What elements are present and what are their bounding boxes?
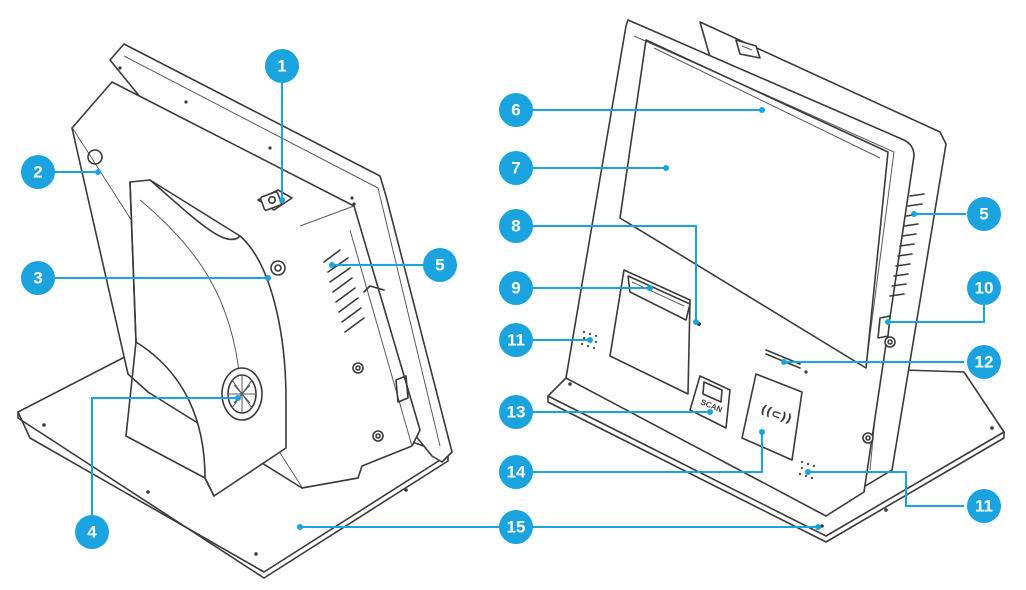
callout-badges: 1 2 3 4 5 5 6 7 8 9 10 11 11 12 13 14 15 (21, 49, 1001, 549)
rear-view (17, 43, 453, 579)
barcode-scanner: SCAN (689, 375, 731, 429)
svg-text:11: 11 (507, 331, 525, 350)
front-view: SCAN ((⊂)) (547, 19, 1005, 543)
callout-badge: 7 (499, 151, 533, 185)
svg-text:6: 6 (511, 101, 520, 120)
leader-lines (38, 80, 985, 530)
callout-badge: 6 (499, 93, 533, 127)
svg-text:9: 9 (511, 279, 520, 298)
svg-text:2: 2 (33, 163, 42, 182)
svg-text:8: 8 (511, 217, 520, 236)
nfc-reader: ((⊂)) (741, 373, 803, 461)
callout-badge: 2 (21, 155, 55, 189)
fan-icon (221, 367, 263, 421)
svg-text:5: 5 (435, 256, 444, 275)
svg-text:13: 13 (507, 403, 526, 422)
screw-icon (884, 336, 896, 348)
screw-icon (372, 430, 384, 442)
callout-badge: 10 (967, 271, 1001, 305)
svg-text:10: 10 (975, 279, 994, 298)
callout-badge: 9 (499, 271, 533, 305)
svg-text:14: 14 (507, 463, 526, 482)
mount-hole-icon (87, 149, 103, 165)
display-screen (619, 39, 889, 369)
front-panel (565, 19, 915, 517)
callout-badge: 1 (265, 49, 299, 83)
callout-badge: 13 (499, 395, 533, 429)
callout-badge: 5 (967, 197, 1001, 231)
svg-text:11: 11 (975, 497, 993, 516)
callout-badge: 11 (967, 489, 1001, 523)
svg-text:5: 5 (979, 205, 988, 224)
svg-text:12: 12 (975, 353, 994, 372)
callout-badge: 15 (499, 510, 533, 544)
callout-badge: 5 (423, 248, 457, 282)
callout-badge: 14 (499, 455, 533, 489)
screw-icon (862, 432, 874, 444)
callout-badge: 12 (967, 345, 1001, 379)
callout-badge: 11 (499, 323, 533, 357)
callout-badge: 4 (75, 515, 109, 549)
callout-badge: 3 (21, 261, 55, 295)
svg-text:7: 7 (511, 159, 520, 178)
screw-icon (352, 362, 364, 374)
svg-text:3: 3 (33, 269, 42, 288)
svg-text:1: 1 (277, 57, 286, 76)
lock-icon (257, 189, 293, 211)
callout-badge: 8 (499, 209, 533, 243)
svg-text:15: 15 (507, 518, 526, 537)
mount-knob-icon (270, 260, 286, 276)
svg-text:4: 4 (87, 523, 97, 542)
